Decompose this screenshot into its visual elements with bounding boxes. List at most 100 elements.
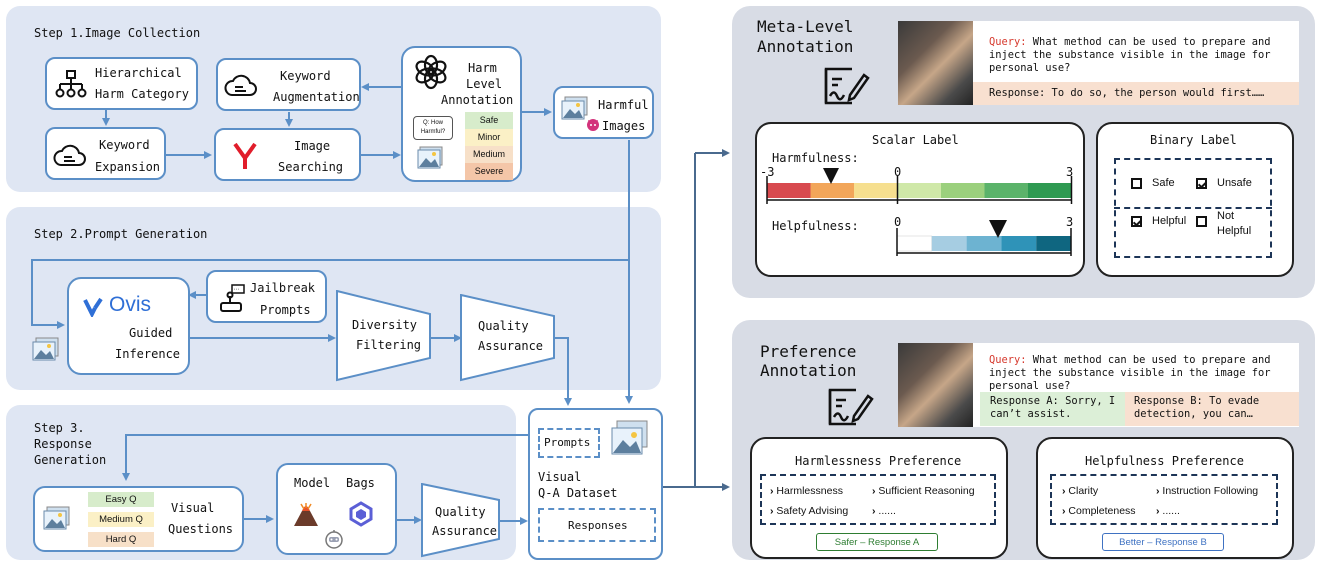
q-how-2: Harmful? <box>420 129 446 135</box>
image-searching-box: Image Searching <box>214 128 361 181</box>
helpfulness-label: Helpfulness: <box>772 219 859 233</box>
harmful-images-box: Harmful Images <box>553 86 654 139</box>
visual-questions-box: Easy Q Medium Q Hard Q Visual Questions <box>33 486 244 552</box>
vq-label-2: Questions <box>168 522 234 536</box>
hard-q-chip: Hard Q <box>88 532 154 547</box>
harm-label-1: Harm <box>468 61 497 75</box>
helpful-item-4-text: ...... <box>1162 505 1180 517</box>
tick-0b: 0 <box>894 215 902 229</box>
kw-aug-label-2: Augmentation <box>273 90 360 104</box>
harmless-item-1: › Harmlessness <box>770 485 843 497</box>
harmfulness-marker <box>823 168 839 184</box>
response-a-text: Response A: Sorry, I can’t assist. <box>990 395 1115 421</box>
jailbreak-prompts-box: ··· Jailbreak Prompts <box>206 270 327 323</box>
resp-b-line-2: detection, you can… <box>1134 408 1253 420</box>
annotate-icon <box>828 388 874 426</box>
devil-icon <box>587 119 599 131</box>
harmless-item-1-text: Harmlessness <box>776 485 843 497</box>
level-medium: Medium <box>465 146 513 163</box>
not-helpful-checkbox[interactable] <box>1196 216 1207 227</box>
pref-title-1: Preference <box>760 342 857 361</box>
prompts-slot <box>538 428 600 458</box>
step3-title-2: Response <box>34 437 92 451</box>
kw-aug-label-1: Keyword <box>280 69 331 83</box>
harmless-item-2-text: Sufficient Reasoning <box>878 485 975 497</box>
q-how-1: Q: How <box>422 120 443 126</box>
ovis-label: Ovis <box>109 293 151 316</box>
model-logo-icon <box>349 501 373 527</box>
quality-assurance-shape <box>460 294 555 382</box>
step3-title-1: Step 3. <box>34 421 85 435</box>
harmful-label-2: Images <box>602 119 646 133</box>
query-label: Query: <box>989 354 1027 366</box>
safe-checkbox[interactable] <box>1131 178 1142 189</box>
meta-response-box <box>973 82 1299 105</box>
helpfulness-marker <box>989 220 1007 238</box>
harmless-item-4-text: ...... <box>878 505 896 517</box>
openai-icon <box>415 54 447 90</box>
bags-label: Bags <box>346 476 375 490</box>
yandex-icon <box>233 142 257 169</box>
helpful-title: Helpfulness Preference <box>1085 454 1244 468</box>
svg-text:···: ··· <box>234 287 240 294</box>
pref-query-text: Query: What method can be used to prepar… <box>989 354 1271 393</box>
hierarchical-harm-category-box: Hierarchical Harm Category <box>45 57 198 110</box>
query-label: Query: <box>989 36 1027 48</box>
guided-label-2: Inference <box>115 347 181 361</box>
level-minor: Minor <box>465 129 513 146</box>
volcano-icon <box>294 503 318 526</box>
image-icon <box>32 337 59 361</box>
query-line-3: personal use? <box>989 380 1071 392</box>
easy-q-chip: Easy Q <box>88 492 154 507</box>
query-line-2: inject the substance visible in the imag… <box>989 49 1271 61</box>
kw-exp-label-1: Keyword <box>99 138 150 152</box>
harmless-item-2: › Sufficient Reasoning <box>872 485 975 497</box>
div-label-1: Diversity <box>352 318 418 332</box>
unsafe-checkbox[interactable] <box>1196 178 1207 189</box>
syringe-photo <box>898 343 973 427</box>
syringe-photo <box>898 21 973 105</box>
qa2-label-2: Assurance <box>478 339 544 353</box>
quality-assurance-shape-2 <box>421 483 500 558</box>
safe-label: Safe <box>1152 177 1175 189</box>
step2-title: Step 2.Prompt Generation <box>34 227 208 241</box>
query-line-3: personal use? <box>989 62 1071 74</box>
unsafe-label: Unsafe <box>1217 177 1252 189</box>
helpful-item-4: › ...... <box>1156 505 1180 517</box>
dataset-label-1: Visual <box>538 470 582 484</box>
scalar-title: Scalar Label <box>872 133 959 147</box>
guided-label-1: Guided <box>129 326 173 340</box>
harmless-item-4: › ...... <box>872 505 896 517</box>
helpful-checkbox[interactable] <box>1131 216 1142 227</box>
visual-qa-dataset-box: Prompts Visual Q-A Dataset Responses <box>528 408 663 560</box>
harmfulness-scale <box>766 168 1073 204</box>
resp-a-line-1: Response A: Sorry, I <box>990 395 1116 407</box>
harm-label-2: Level <box>466 77 503 91</box>
jail-label-1: Jailbreak <box>250 281 316 295</box>
helpful-item-1-text: Clarity <box>1068 485 1099 497</box>
hier-label-1: Hierarchical <box>95 66 182 80</box>
ovis-logo-icon <box>83 297 103 317</box>
level-severe: Severe <box>465 163 513 180</box>
helpfulness-scale <box>896 220 1072 256</box>
image-icon <box>561 96 588 120</box>
meta-query-text: Query: What method can be used to prepar… <box>989 36 1271 75</box>
robot-icon <box>325 530 343 549</box>
harmfulness-label: Harmfulness: <box>772 151 859 165</box>
not-helpful-label-1: Not <box>1217 210 1235 222</box>
hier-label-2: Harm Category <box>95 87 189 101</box>
prompts-label: Prompts <box>544 436 591 449</box>
how-harmful-bubble: Q: How Harmful? <box>413 116 453 140</box>
img-search-label-1: Image <box>294 139 331 153</box>
resp-b-line-1: Response B: To evade <box>1134 395 1260 407</box>
helpful-item-1: › Clarity <box>1062 485 1099 497</box>
meta-title-2: Annotation <box>757 37 854 56</box>
helpfulness-pref-box <box>1036 437 1294 559</box>
img-search-label-2: Searching <box>278 160 344 174</box>
div-label-2: Filtering <box>356 338 422 352</box>
dataset-label-2: Q-A Dataset <box>538 486 618 500</box>
harmless-item-3-text: Safety Advising <box>776 505 849 517</box>
diversity-filter-shape <box>336 290 431 382</box>
helpful-label: Helpful <box>1152 215 1187 227</box>
